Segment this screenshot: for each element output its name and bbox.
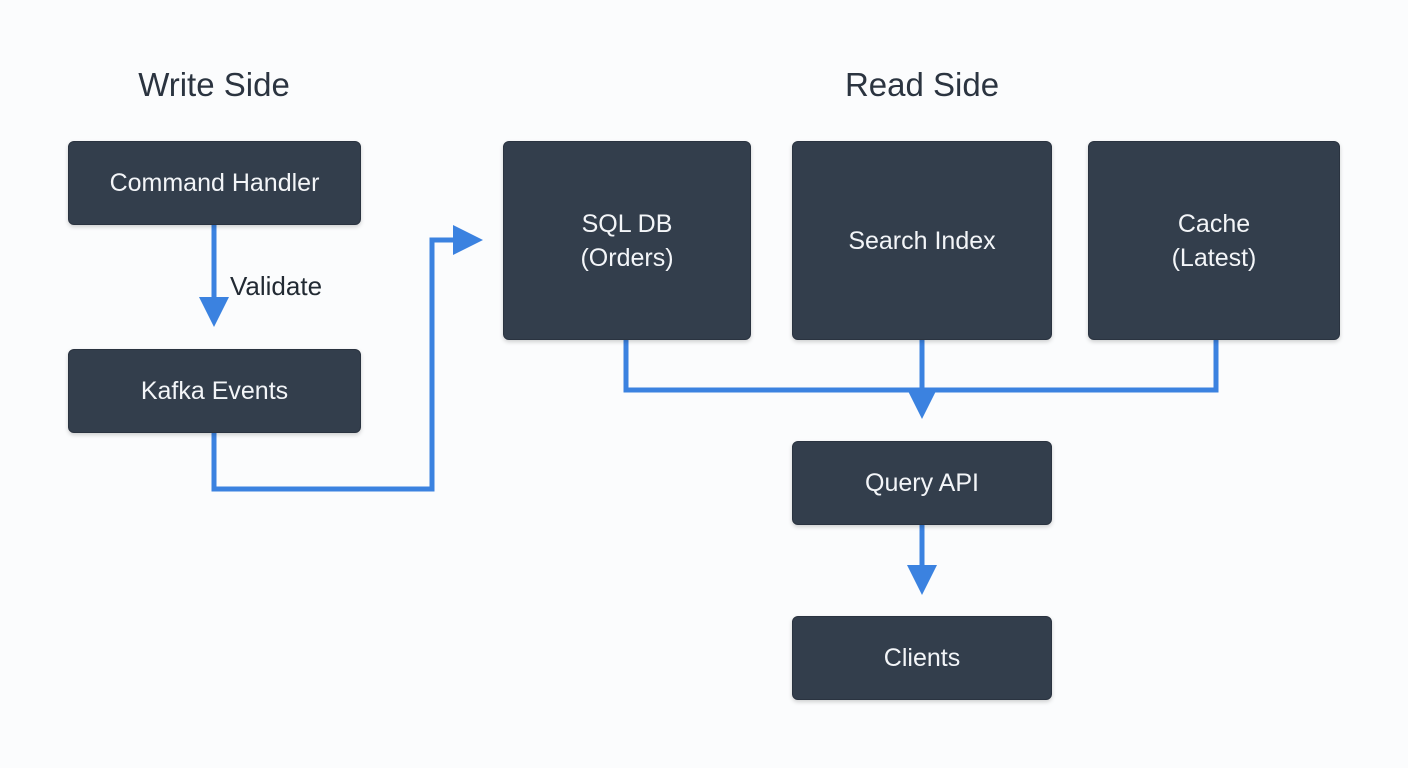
sql-db-node: SQL DB (Orders)	[503, 141, 751, 340]
clients-node: Clients	[792, 616, 1052, 700]
validate-label: Validate	[230, 271, 323, 301]
cache-node: Cache (Latest)	[1088, 141, 1340, 340]
search-index-node: Search Index	[792, 141, 1052, 340]
read-side-title: Read Side	[844, 66, 1000, 103]
query-api-node: Query API	[792, 441, 1052, 525]
write-side-title: Write Side	[138, 66, 290, 103]
kafka-events-node: Kafka Events	[68, 349, 361, 433]
command-handler-node: Command Handler	[68, 141, 361, 225]
arrow-kafka-to-sqldb	[211, 225, 483, 492]
